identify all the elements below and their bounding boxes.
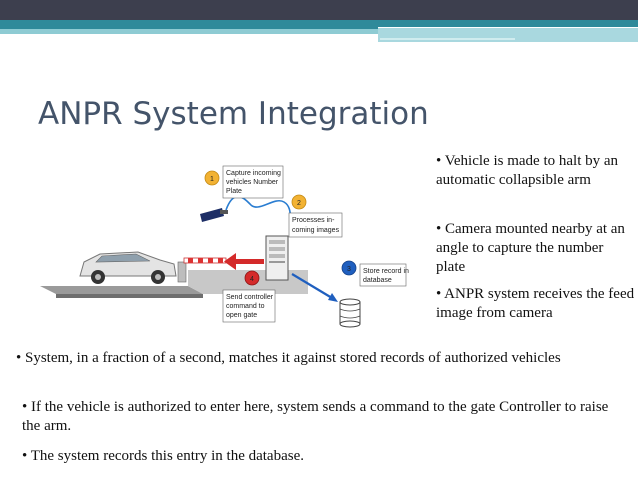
right-bullet-anpr: • ANPR system receives the feed image fr… <box>436 286 635 321</box>
camera-icon <box>200 208 228 222</box>
camera-feed-line <box>225 195 295 235</box>
database-icon <box>339 298 361 328</box>
step-4-line-1: Send controller <box>226 294 274 301</box>
step-4-number: 4 <box>250 276 254 283</box>
step-4-line-3: open gate <box>226 312 257 319</box>
step-1-number: 1 <box>210 176 214 183</box>
right-bullet-halt: • Vehicle is made to halt by an automati… <box>436 153 619 188</box>
slide-title: ANPR System Integration <box>38 96 429 132</box>
server-icon <box>265 235 289 281</box>
right-bullet-camera: • Camera mounted nearby at an angle to c… <box>436 221 625 275</box>
step-3-line-2: database <box>363 277 392 284</box>
step-1-line-1: Capture incoming <box>226 170 281 177</box>
step-1-line-3: Plate <box>226 188 242 195</box>
accent-line <box>380 38 515 40</box>
car-icon <box>79 251 177 284</box>
teal-band-light <box>0 29 638 34</box>
teal-band <box>0 20 638 29</box>
step-2-line-1: Processes in- <box>292 217 335 224</box>
step-1-line-2: vehicles Number <box>226 179 279 186</box>
bottom-bullet-authorized: • If the vehicle is authorized to enter … <box>22 399 609 434</box>
step-4-callout: 4 Send controller command to open gate <box>222 270 276 323</box>
step-2-line-2: coming images <box>292 227 340 234</box>
anpr-diagram: 1 Capture incoming vehicles Number Plate… <box>40 165 409 328</box>
step-4-line-2: command to <box>226 303 265 310</box>
step-2-callout: 2 Processes in- coming images <box>288 194 343 238</box>
ground-platform-edge <box>56 294 203 298</box>
step-3-number: 3 <box>347 266 351 273</box>
step-3-line-1: Store record in <box>363 268 409 275</box>
step-1-callout: 1 Capture incoming vehicles Number Plate <box>204 165 284 199</box>
top-bar <box>0 0 638 20</box>
ground-platform <box>40 286 203 294</box>
step-3-callout: 3 Store record in database <box>341 260 409 287</box>
step-2-number: 2 <box>297 200 301 207</box>
red-arrow-icon <box>224 253 264 270</box>
blue-arrow-icon <box>291 273 338 302</box>
bottom-bullet-match: • System, in a fraction of a second, mat… <box>16 350 561 366</box>
bottom-bullet-records: • The system records this entry in the d… <box>22 448 304 464</box>
